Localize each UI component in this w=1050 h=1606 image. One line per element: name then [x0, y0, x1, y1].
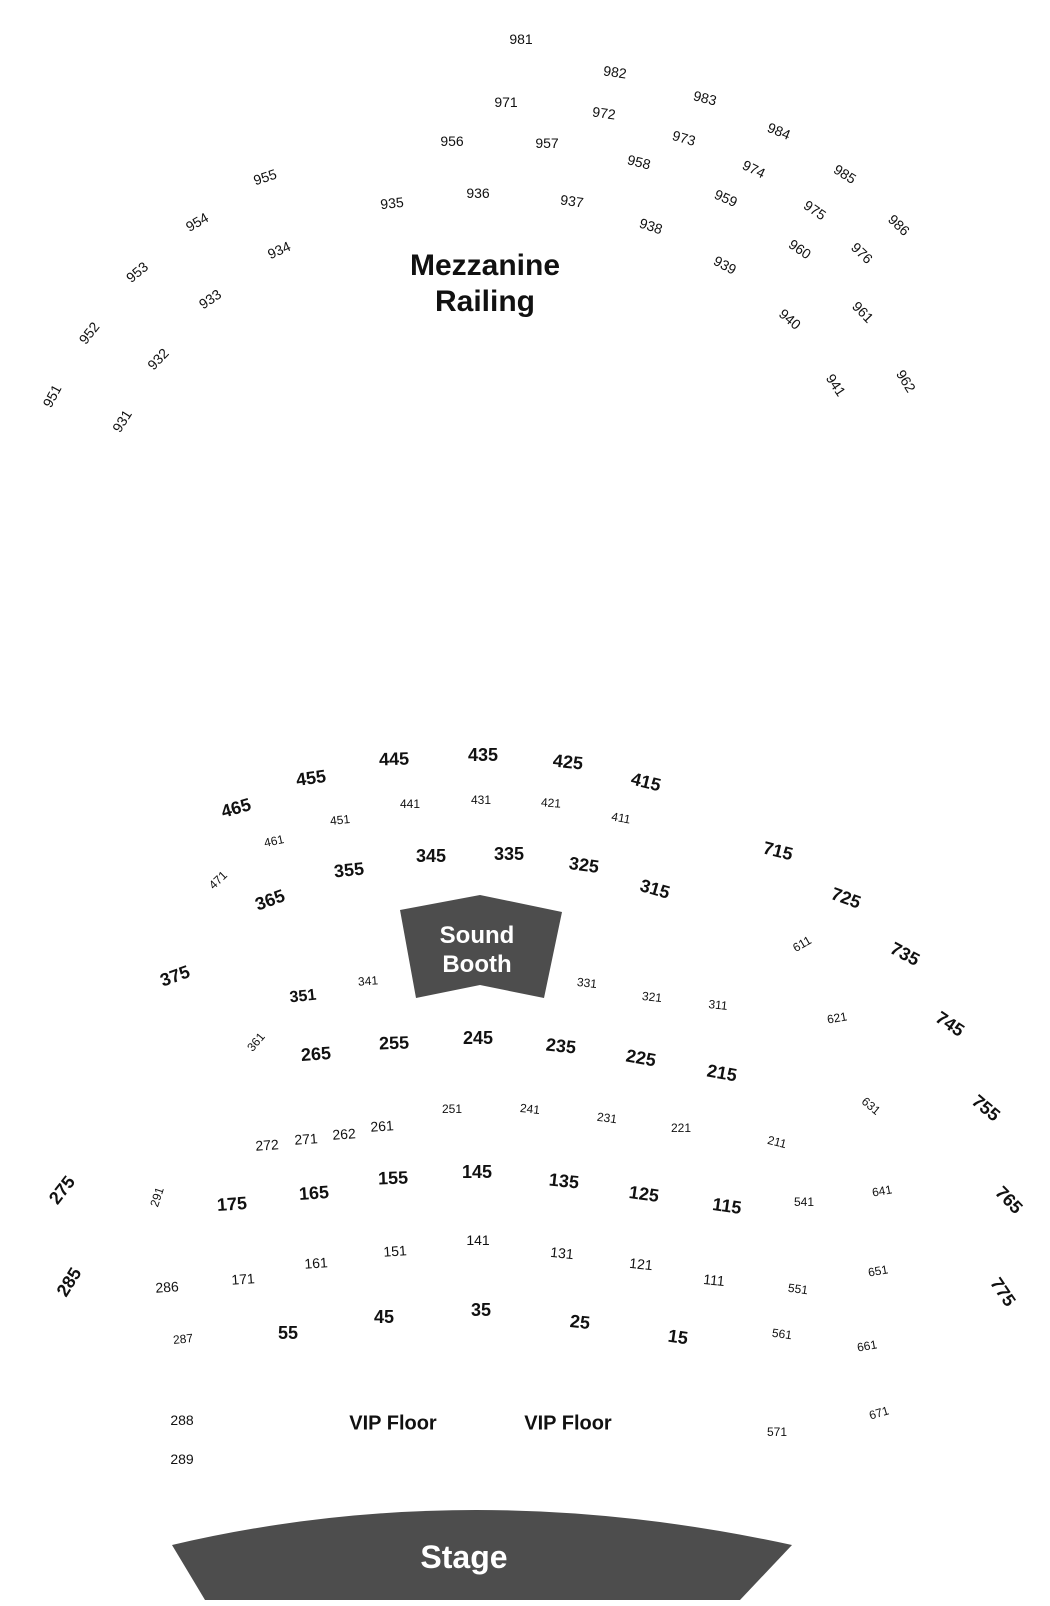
section-937[interactable]: 937 — [559, 191, 585, 211]
section-251[interactable]: 251 — [441, 1102, 463, 1116]
section-425[interactable]: 425 — [552, 750, 584, 774]
vip-floor-right[interactable]: VIP Floor — [524, 1412, 612, 1435]
section-341[interactable]: 341 — [357, 973, 379, 989]
section-55[interactable]: 55 — [277, 1323, 299, 1343]
section-982[interactable]: 982 — [602, 62, 628, 82]
section-288[interactable]: 288 — [170, 1412, 194, 1428]
section-935[interactable]: 935 — [379, 193, 405, 213]
section-262[interactable]: 262 — [331, 1125, 357, 1143]
section-571[interactable]: 571 — [766, 1425, 788, 1439]
section-235[interactable]: 235 — [545, 1034, 577, 1058]
section-421[interactable]: 421 — [540, 795, 562, 811]
section-311[interactable]: 311 — [707, 997, 729, 1013]
section-335[interactable]: 335 — [493, 844, 525, 864]
section-155[interactable]: 155 — [377, 1167, 409, 1189]
section-286[interactable]: 286 — [154, 1278, 180, 1296]
mezzanine-railing-label: Mezzanine Railing — [410, 248, 560, 320]
section-271[interactable]: 271 — [293, 1130, 319, 1148]
section-651[interactable]: 651 — [866, 1262, 890, 1280]
mezzanine-label-line2: Railing — [434, 285, 535, 318]
section-115[interactable]: 115 — [711, 1194, 743, 1218]
section-661[interactable]: 661 — [855, 1337, 879, 1355]
section-541[interactable]: 541 — [793, 1195, 815, 1209]
section-25[interactable]: 25 — [568, 1311, 592, 1333]
section-261[interactable]: 261 — [369, 1117, 395, 1135]
section-35[interactable]: 35 — [470, 1300, 492, 1320]
section-431[interactable]: 431 — [470, 793, 492, 807]
mezzanine-label-line1: Mezzanine — [409, 249, 561, 282]
section-435[interactable]: 435 — [467, 745, 499, 765]
section-245[interactable]: 245 — [462, 1028, 494, 1048]
section-445[interactable]: 445 — [378, 748, 410, 770]
section-345[interactable]: 345 — [415, 846, 447, 866]
section-272[interactable]: 272 — [254, 1136, 280, 1154]
section-221[interactable]: 221 — [670, 1121, 692, 1135]
section-165[interactable]: 165 — [298, 1181, 330, 1205]
sound-booth-shape[interactable] — [400, 895, 562, 998]
section-225[interactable]: 225 — [624, 1045, 658, 1071]
section-957[interactable]: 957 — [535, 135, 559, 151]
section-145[interactable]: 145 — [461, 1162, 493, 1182]
section-121[interactable]: 121 — [628, 1254, 654, 1274]
section-972[interactable]: 972 — [591, 103, 617, 123]
section-15[interactable]: 15 — [666, 1325, 690, 1349]
section-621[interactable]: 621 — [825, 1009, 849, 1027]
section-125[interactable]: 125 — [627, 1182, 661, 1206]
section-936[interactable]: 936 — [466, 185, 490, 201]
vip-floor-left[interactable]: VIP Floor — [349, 1412, 437, 1435]
section-45[interactable]: 45 — [373, 1307, 395, 1327]
section-289[interactable]: 289 — [170, 1451, 194, 1467]
section-561[interactable]: 561 — [771, 1325, 793, 1343]
section-161[interactable]: 161 — [303, 1254, 329, 1272]
section-287[interactable]: 287 — [172, 1330, 194, 1348]
section-451[interactable]: 451 — [329, 811, 351, 829]
section-641[interactable]: 641 — [870, 1182, 894, 1200]
section-355[interactable]: 355 — [333, 858, 365, 882]
section-175[interactable]: 175 — [216, 1192, 248, 1216]
section-551[interactable]: 551 — [787, 1280, 809, 1298]
section-441[interactable]: 441 — [399, 797, 421, 811]
section-215[interactable]: 215 — [705, 1060, 739, 1086]
stage-shape[interactable] — [172, 1510, 792, 1600]
section-265[interactable]: 265 — [300, 1042, 332, 1066]
section-455[interactable]: 455 — [294, 766, 328, 790]
section-255[interactable]: 255 — [378, 1032, 410, 1054]
section-971[interactable]: 971 — [494, 94, 518, 110]
section-231[interactable]: 231 — [596, 1109, 618, 1127]
section-351[interactable]: 351 — [288, 986, 318, 1007]
section-325[interactable]: 325 — [567, 853, 601, 877]
section-141[interactable]: 141 — [466, 1232, 490, 1248]
section-331[interactable]: 331 — [576, 974, 598, 992]
section-411[interactable]: 411 — [610, 809, 632, 827]
section-981[interactable]: 981 — [509, 31, 533, 47]
section-151[interactable]: 151 — [382, 1242, 408, 1260]
section-111[interactable]: 111 — [702, 1270, 726, 1290]
section-131[interactable]: 131 — [549, 1243, 575, 1263]
section-321[interactable]: 321 — [641, 988, 663, 1006]
section-956[interactable]: 956 — [440, 133, 464, 149]
section-135[interactable]: 135 — [548, 1169, 580, 1193]
section-171[interactable]: 171 — [230, 1270, 256, 1288]
section-241[interactable]: 241 — [519, 1100, 541, 1118]
